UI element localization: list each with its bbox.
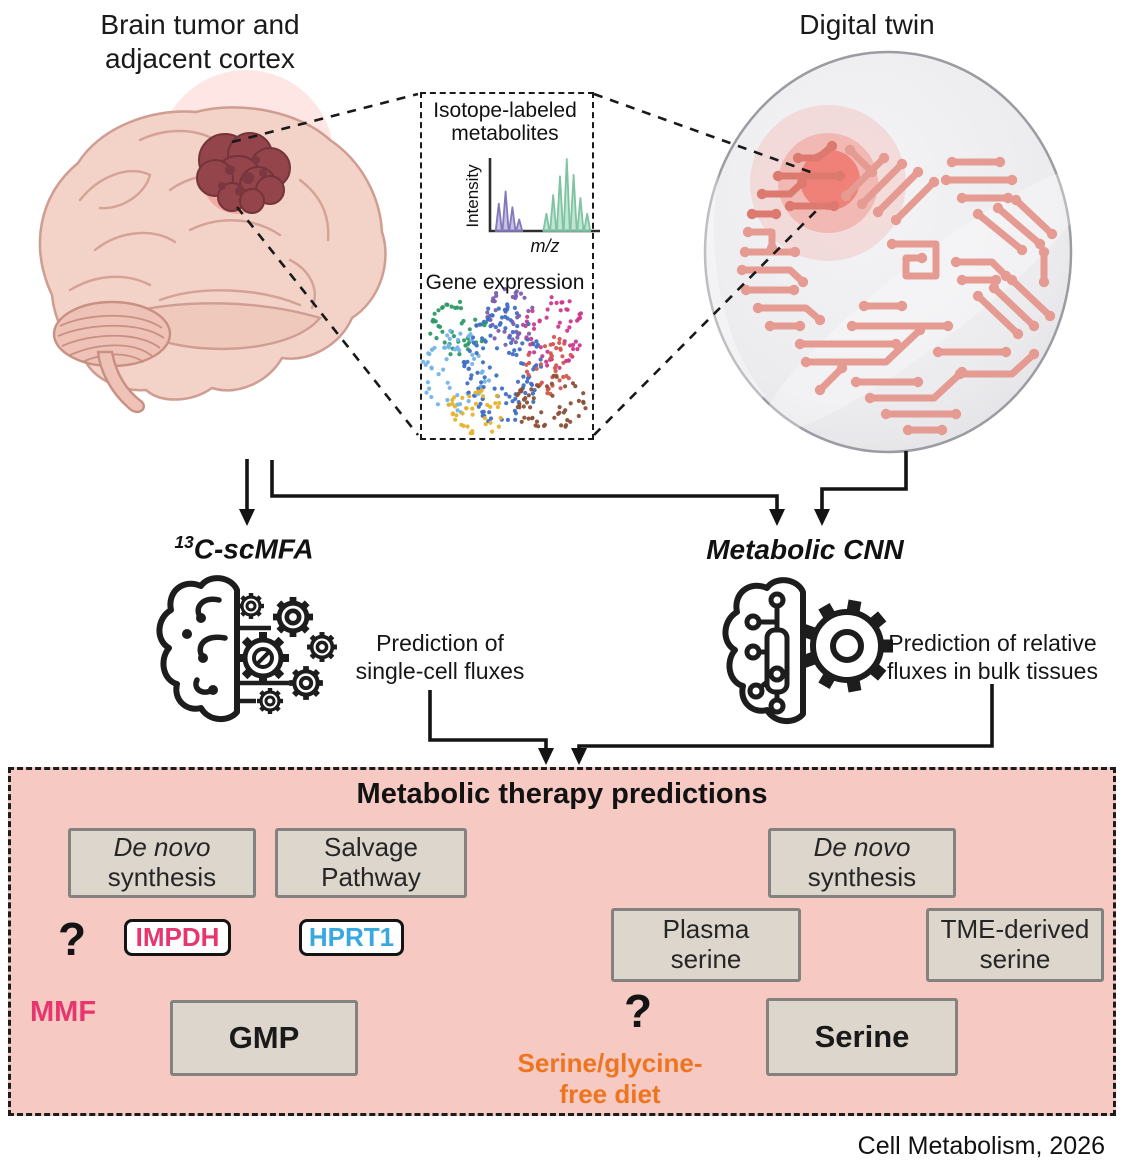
denovo-left-line1: De novo	[113, 832, 211, 863]
tme-line1: TME-derived	[940, 914, 1090, 945]
spectrum-ylabel: Intensity	[463, 164, 482, 228]
salvage-line2: Pathway	[321, 862, 421, 892]
brain-panel-title: Brain tumor and adjacent cortex	[40, 8, 360, 76]
denovo-right-line2: synthesis	[807, 862, 917, 892]
scmfa-desc-line1: Prediction of	[376, 630, 504, 656]
tme-serine-box: TME-derived serine	[926, 908, 1104, 982]
gene-expression-title: Gene expression	[425, 271, 585, 294]
isotope-superscript: 13	[174, 532, 194, 552]
brain-gears-icon	[159, 578, 337, 719]
dashed-callout-lines	[231, 92, 821, 436]
salvage-line1: Salvage	[324, 832, 418, 863]
inset-data-box	[420, 92, 594, 440]
plasma-line2: serine	[670, 944, 742, 974]
gmp-box: GMP	[170, 1000, 358, 1076]
tumor	[196, 132, 291, 214]
flow-arrows	[239, 451, 994, 765]
spectrum-xlabel: m/z	[530, 236, 560, 256]
gene-expression-scatter	[421, 287, 588, 436]
cnn-desc-line1: Prediction of relative	[888, 630, 1097, 656]
scmfa-label: 13C-scMFA	[134, 532, 354, 565]
question-mark-right: ?	[624, 985, 653, 1037]
hprt1-chip: HPRT1	[299, 919, 404, 956]
circuit-brain-disc	[700, 50, 1098, 454]
impdh-chip: IMPDH	[124, 919, 231, 956]
question-mark-left: ?	[58, 913, 87, 965]
tme-line2: serine	[979, 944, 1051, 974]
metabolites-title-line2: metabolites	[451, 121, 559, 145]
cerebellum	[52, 300, 172, 368]
salvage-pathway-box: Salvage Pathway	[275, 828, 467, 898]
denovo-right-line1: De novo	[813, 832, 911, 863]
metabolites-title: Isotope-labeled metabolites	[424, 99, 586, 145]
diet-line2: free diet	[559, 1079, 661, 1110]
denovo-synthesis-box-right: De novo synthesis	[768, 828, 956, 898]
brain-panel-title-line2: adjacent cortex	[105, 43, 295, 75]
twin-panel-title: Digital twin	[799, 9, 935, 40]
brain-panel-title-line1: Brain tumor and	[100, 9, 300, 40]
denovo-left-line2: synthesis	[107, 862, 217, 892]
brain-circuit-gear-icon	[725, 580, 893, 721]
mass-spec-chart	[488, 158, 600, 233]
cnn-label: Metabolic CNN	[706, 534, 904, 565]
brain-with-tumor-illustration	[38, 70, 387, 414]
plasma-serine-box: Plasma serine	[611, 908, 801, 982]
serine-box: Serine	[766, 998, 958, 1076]
scmfa-desc-line2: single-cell fluxes	[355, 657, 525, 684]
cnn-desc-line2: fluxes in bulk tissues	[887, 657, 1098, 684]
metabolites-title-line1: Isotope-labeled	[433, 99, 577, 122]
gear-half	[801, 599, 893, 693]
mmf-label: MMF	[30, 996, 97, 1028]
scmfa-name: C-scMFA	[193, 533, 314, 565]
denovo-synthesis-box-left: De novo synthesis	[68, 828, 256, 898]
scmfa-description: Prediction of single-cell fluxes	[340, 630, 540, 685]
diet-line1: Serine/glycine-	[517, 1048, 703, 1078]
journal-credit: Cell Metabolism, 2026	[857, 1132, 1105, 1160]
predictions-title: Metabolic therapy predictions	[356, 778, 768, 810]
plasma-line1: Plasma	[662, 914, 750, 945]
diet-label: Serine/glycine- free diet	[500, 1048, 720, 1110]
cnn-description: Prediction of relative fluxes in bulk ti…	[870, 630, 1115, 685]
